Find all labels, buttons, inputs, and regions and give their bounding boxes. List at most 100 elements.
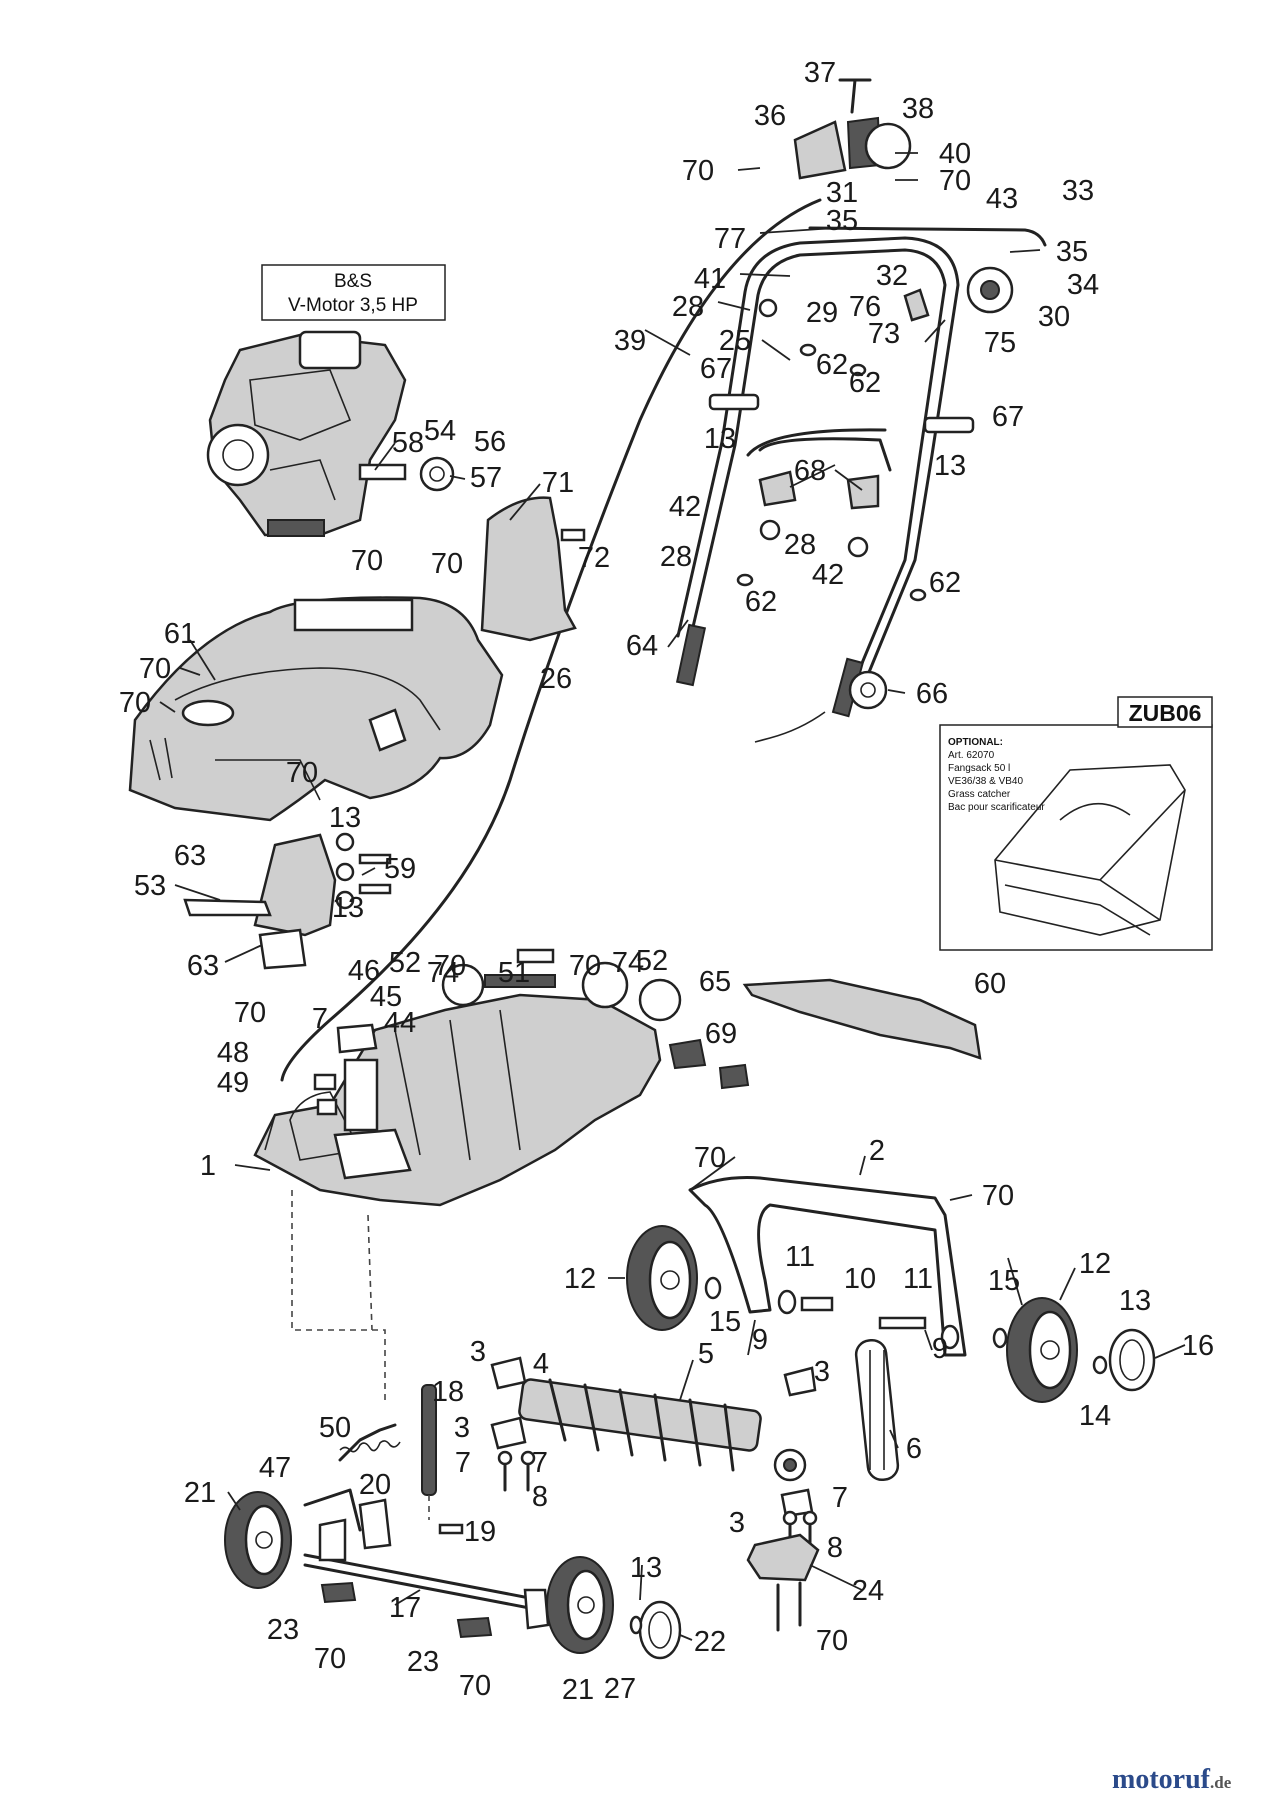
zub06-box: ZUB06 OPTIONAL: Art. 62070 Fangsack 50 l… [939, 696, 1213, 951]
callout-68: 68 [794, 455, 826, 487]
callout-70: 70 [119, 687, 151, 719]
callout-47: 47 [259, 1452, 291, 1484]
deck-1-drawing [253, 948, 682, 1400]
callout-11: 11 [903, 1263, 933, 1295]
callout-36: 36 [754, 100, 786, 132]
axle-bar-2-drawing [688, 1176, 967, 1357]
callout-28: 28 [672, 291, 704, 323]
callout-58: 58 [392, 427, 424, 459]
callout-28: 28 [660, 541, 692, 573]
callout-19: 19 [464, 1516, 496, 1548]
zub06-line4: VE36/38 & VB40 [948, 776, 1023, 787]
brand-suffix: .de [1210, 1773, 1232, 1792]
callout-20: 20 [359, 1469, 391, 1501]
wheels-drawing [224, 1225, 1156, 1660]
callout-62: 62 [849, 367, 881, 399]
callout-21: 21 [184, 1477, 216, 1509]
callout-7: 7 [455, 1447, 471, 1479]
callout-48: 48 [217, 1037, 249, 1069]
zub06-line1: OPTIONAL: [948, 737, 1003, 748]
callout-39: 39 [614, 325, 646, 357]
callout-30: 30 [1038, 301, 1070, 333]
bracket-53-drawing [183, 832, 392, 970]
callout-21: 21 [562, 1674, 594, 1706]
callout-70: 70 [459, 1670, 491, 1702]
callout-70: 70 [816, 1625, 848, 1657]
brand-watermark: motoruf.de [1112, 1764, 1232, 1795]
callout-1: 1 [200, 1150, 216, 1182]
zub06-line6: Bac pour scarificateur [948, 802, 1045, 813]
callout-63: 63 [187, 950, 219, 982]
callout-52: 52 [636, 945, 668, 977]
zub06-line5: Grass catcher [948, 789, 1011, 800]
callout-13: 13 [704, 423, 736, 455]
callout-22: 22 [694, 1626, 726, 1658]
callout-70: 70 [434, 950, 466, 982]
callout-41: 41 [694, 263, 726, 295]
callout-60: 60 [974, 968, 1006, 1000]
callout-70: 70 [234, 997, 266, 1029]
zub06-line2: Art. 62070 [948, 750, 995, 761]
callout-75: 75 [984, 327, 1016, 359]
callout-7: 7 [312, 1003, 328, 1035]
grass-catcher-drawing [994, 764, 1186, 936]
zub06-line3: Fangsack 50 l [948, 763, 1010, 774]
engine-drawing [206, 330, 455, 537]
callout-70: 70 [569, 950, 601, 982]
callout-62: 62 [816, 349, 848, 381]
callout-32: 32 [876, 260, 908, 292]
callout-70: 70 [431, 548, 463, 580]
callout-62: 62 [745, 586, 777, 618]
callout-71: 71 [542, 467, 574, 499]
callout-63: 63 [174, 840, 206, 872]
callout-53: 53 [134, 870, 166, 902]
callout-35: 35 [826, 205, 858, 237]
callout-38: 38 [902, 93, 934, 125]
callout-70: 70 [351, 545, 383, 577]
callout-34: 34 [1067, 269, 1099, 301]
callout-11: 11 [785, 1241, 815, 1273]
callout-7: 7 [832, 1482, 848, 1514]
svg-text:motoruf.de: motoruf.de [1112, 1764, 1232, 1795]
callout-2: 2 [869, 1135, 885, 1167]
callout-29: 29 [806, 297, 838, 329]
engine-label-line2: V-Motor 3,5 HP [288, 295, 418, 316]
callout-42: 42 [669, 491, 701, 523]
callout-66: 66 [916, 678, 948, 710]
callout-57: 57 [470, 462, 502, 494]
brand-name: motoruf [1112, 1764, 1211, 1795]
callout-9: 9 [932, 1333, 948, 1365]
cover-71-drawing [480, 496, 586, 642]
callout-15: 15 [988, 1265, 1020, 1297]
callout-70: 70 [939, 165, 971, 197]
engine-label-box: B&S V-Motor 3,5 HP [261, 264, 446, 321]
callout-8: 8 [827, 1532, 843, 1564]
callout-43: 43 [986, 183, 1018, 215]
callout-37: 37 [804, 57, 836, 89]
callout-15: 15 [709, 1306, 741, 1338]
callout-67: 67 [700, 353, 732, 385]
callout-70: 70 [682, 155, 714, 187]
callout-12: 12 [564, 1263, 596, 1295]
callout-70: 70 [314, 1643, 346, 1675]
callout-73: 73 [868, 318, 900, 350]
hood-61-drawing [128, 596, 504, 822]
callout-12: 12 [1079, 1248, 1111, 1280]
callout-14: 14 [1079, 1400, 1111, 1432]
callout-3: 3 [814, 1356, 830, 1388]
callout-70: 70 [982, 1180, 1014, 1212]
callout-4: 4 [533, 1348, 549, 1380]
callout-3: 3 [454, 1412, 470, 1444]
callout-44: 44 [384, 1007, 416, 1039]
callout-77: 77 [714, 223, 746, 255]
callout-5: 5 [698, 1338, 714, 1370]
callout-54: 54 [424, 415, 456, 447]
callout-25: 25 [719, 325, 751, 357]
callout-13: 13 [934, 450, 966, 482]
callout-40: 40 [939, 138, 971, 170]
callout-67: 67 [992, 401, 1024, 433]
callout-13: 13 [329, 802, 361, 834]
callout-35: 35 [1056, 236, 1088, 268]
